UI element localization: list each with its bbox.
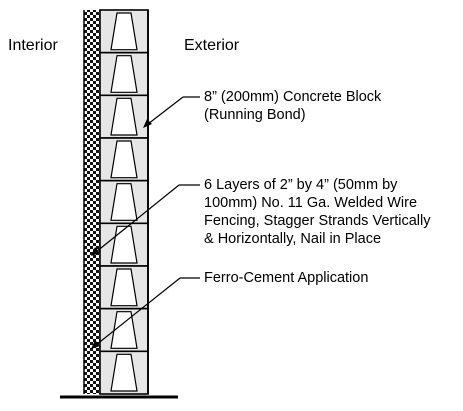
concrete-block-course bbox=[99, 94, 149, 139]
concrete-block-course bbox=[99, 222, 149, 267]
block-hollow-core bbox=[110, 311, 138, 349]
arrow-head-wire-fencing bbox=[91, 247, 100, 256]
concrete-block-course bbox=[99, 51, 149, 97]
block-hollow-core bbox=[110, 353, 138, 392]
block-hollow-core bbox=[110, 183, 138, 221]
block-hollow-core bbox=[110, 140, 138, 179]
arrow-head-concrete-block bbox=[143, 119, 152, 128]
block-hollow-core bbox=[110, 268, 138, 307]
callout-concrete-block-line-2: (Running Bond) bbox=[204, 107, 306, 123]
callout-concrete-block-line-1: 8” (200mm) Concrete Block bbox=[204, 89, 382, 105]
callout-ferro-cement-line-1: Ferro-Cement Application bbox=[204, 270, 368, 286]
callout-wire-fencing-line-3: Fencing, Stagger Strands Vertically bbox=[204, 213, 431, 229]
arrow-head-ferro-cement bbox=[91, 340, 100, 349]
concrete-block-course bbox=[99, 350, 149, 395]
concrete-block-course bbox=[99, 265, 149, 310]
concrete-block-course bbox=[99, 179, 149, 225]
block-hollow-core bbox=[110, 55, 138, 93]
block-hollow-core bbox=[110, 225, 138, 264]
block-hollow-core bbox=[110, 12, 138, 51]
callout-wire-fencing-line-4: & Horizontally, Nail in Place bbox=[204, 231, 381, 247]
callout-wire-fencing-line-1: 6 Layers of 2” by 4” (50mm by bbox=[204, 177, 398, 193]
interior-label: Interior bbox=[8, 37, 58, 54]
concrete-block-course bbox=[99, 307, 149, 353]
leader-line-wire-fencing-diagonal bbox=[95, 184, 180, 253]
callout-wire-fencing-line-2: 100mm) No. 11 Ga. Welded Wire bbox=[204, 195, 417, 211]
exterior-label: Exterior bbox=[184, 37, 240, 54]
block-hollow-core bbox=[110, 97, 138, 136]
leader-line-ferro-cement-diagonal bbox=[95, 277, 181, 346]
concrete-block-course bbox=[99, 9, 149, 54]
concrete-block-column bbox=[99, 9, 149, 395]
concrete-block-course bbox=[99, 137, 149, 182]
ferro-cement-mesh-layer bbox=[84, 10, 100, 394]
leader-line-concrete-block-diagonal bbox=[147, 96, 184, 125]
